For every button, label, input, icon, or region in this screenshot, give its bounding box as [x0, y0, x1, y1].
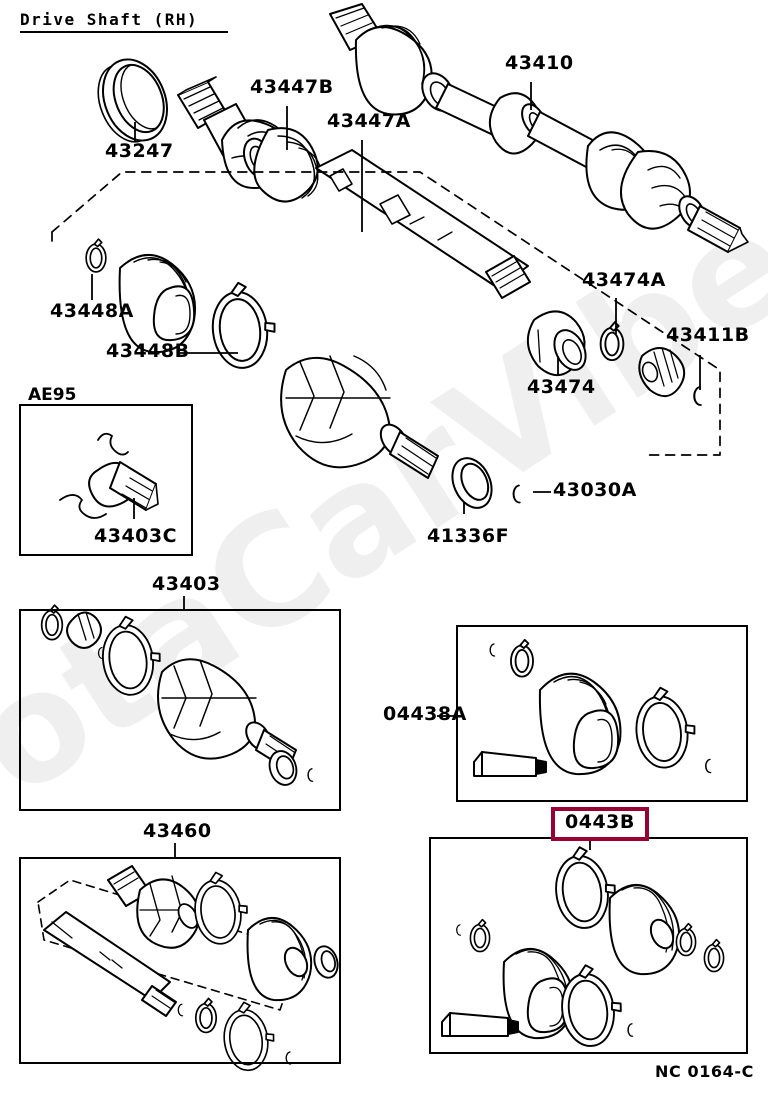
kit-box-04438A [456, 625, 748, 802]
callout-43448A[interactable]: 43448A [50, 300, 134, 322]
part-43411B-fitting [638, 347, 686, 397]
kit-label-0443B-highlighted[interactable]: 0443B [551, 807, 649, 841]
part-43411B-snapring [693, 386, 702, 406]
callout-43474A[interactable]: 43474A [582, 269, 666, 291]
kit-label-04438A[interactable]: 04438A [383, 703, 467, 725]
kit-label-43403[interactable]: 43403 [152, 573, 221, 595]
part-43474-damper [527, 310, 587, 376]
drawing-code: NC 0164-C [654, 1062, 754, 1081]
part-43474A-clamp [599, 321, 625, 362]
inset-tag-AE95: AE95 [28, 385, 77, 405]
callout-43247[interactable]: 43247 [105, 140, 174, 162]
kit-box-0443B [429, 837, 748, 1054]
callout-43447B[interactable]: 43447B [250, 76, 334, 98]
callout-41336F[interactable]: 41336F [427, 525, 510, 547]
part-43448A-clamp [85, 238, 107, 273]
callout-43447A[interactable]: 43447A [327, 110, 411, 132]
callout-43030A[interactable]: 43030A [553, 479, 637, 501]
inset-AE95-art [59, 432, 159, 519]
box-43460-contents [37, 865, 339, 1074]
kit-box-43460 [19, 857, 341, 1064]
watermark-text: ToyotaCarVibe.ru [0, 46, 768, 985]
page-title: Drive Shaft (RH) [20, 10, 199, 29]
assembly-center-tripod-housing [280, 355, 439, 479]
assembly-right-outer-joint [585, 131, 749, 253]
callout-43411B[interactable]: 43411B [666, 324, 750, 346]
part-43247-seal [97, 58, 168, 143]
callout-43474[interactable]: 43474 [527, 376, 596, 398]
part-43030A-snapring [512, 484, 521, 504]
part-41336F-seal [451, 457, 493, 509]
callout-43410[interactable]: 43410 [505, 52, 574, 74]
part-43448B-clamp [206, 278, 281, 373]
dashed-group-boundary [51, 171, 721, 456]
title-underline [20, 31, 228, 33]
box-0443B-contents [441, 842, 725, 1051]
callout-43403C[interactable]: 43403C [94, 525, 178, 547]
part-43410-bearing [489, 92, 631, 185]
kit-box-43403 [19, 609, 341, 811]
box-43403-contents [40, 604, 314, 786]
kit-label-43460[interactable]: 43460 [143, 820, 212, 842]
callout-43448B[interactable]: 43448B [106, 340, 190, 362]
box-04438A-contents [473, 638, 712, 777]
